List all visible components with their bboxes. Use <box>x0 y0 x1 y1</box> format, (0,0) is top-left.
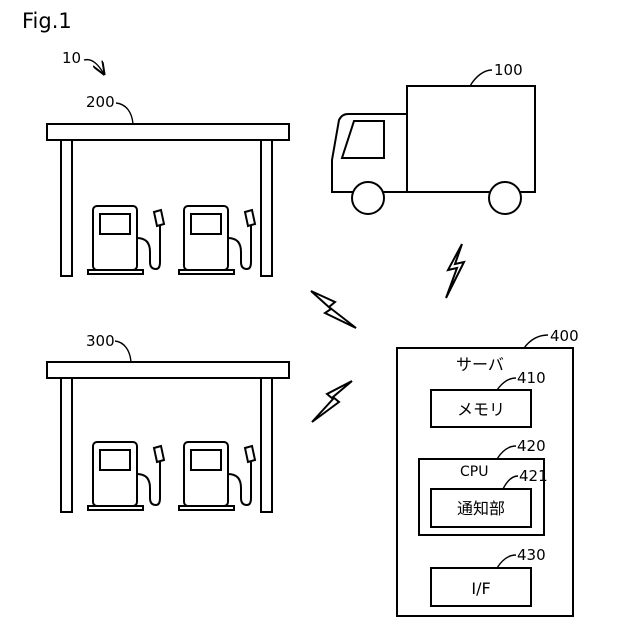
system-ref-arrow <box>84 60 104 74</box>
system-ref-number: 10 <box>62 49 81 67</box>
station-300-leader <box>115 341 131 362</box>
server-400-ref: 400 <box>550 327 579 345</box>
truck-cargo-box <box>407 86 535 192</box>
system-ref: 10 <box>62 49 104 74</box>
station-300-canopy <box>47 362 289 378</box>
cpu-420-leader <box>497 446 516 459</box>
truck-100-ref: 100 <box>494 61 523 79</box>
server-400: 400 サーバ 410 メモリ 420 CPU 421 通知部 430 I/F <box>397 327 579 616</box>
memory-label: メモリ <box>457 400 505 419</box>
interface-430-ref: 430 <box>517 546 546 564</box>
notifier-label: 通知部 <box>457 499 505 518</box>
station-200-canopy <box>47 124 289 140</box>
interface-label: I/F <box>471 579 490 598</box>
server-400-leader <box>524 335 548 348</box>
wireless-link-icon <box>312 381 352 422</box>
interface-430-leader <box>497 555 516 568</box>
fuel-station-300: 300 <box>47 332 289 512</box>
station-200-ref: 200 <box>86 93 115 111</box>
station-300-ref: 300 <box>86 332 115 350</box>
figure-label: Fig.1 <box>22 9 72 33</box>
fuel-station-200: 200 <box>47 93 289 276</box>
truck-100: 100 <box>332 61 535 214</box>
station-200-leader <box>116 103 133 124</box>
station-300-pillar-left <box>61 378 72 512</box>
fuel-pump <box>179 442 255 510</box>
station-200-pillar-right <box>261 140 272 276</box>
fuel-pump <box>179 206 255 274</box>
server-title: サーバ <box>456 355 504 374</box>
notifier-421-leader <box>503 476 518 489</box>
truck-100-leader <box>470 70 492 86</box>
truck-wheel-rear <box>489 182 521 214</box>
station-300-pillar-right <box>261 378 272 512</box>
memory-410-ref: 410 <box>517 369 546 387</box>
station-200-pillar-left <box>61 140 72 276</box>
notifier-421-ref: 421 <box>519 467 548 485</box>
wireless-link-icon <box>311 291 356 328</box>
cpu-label: CPU <box>460 464 488 480</box>
cpu-420-ref: 420 <box>517 437 546 455</box>
fuel-pump <box>88 206 164 274</box>
wireless-link-icon <box>446 244 464 298</box>
memory-410-leader <box>497 378 516 390</box>
fuel-pump <box>88 442 164 510</box>
truck-wheel-front <box>352 182 384 214</box>
